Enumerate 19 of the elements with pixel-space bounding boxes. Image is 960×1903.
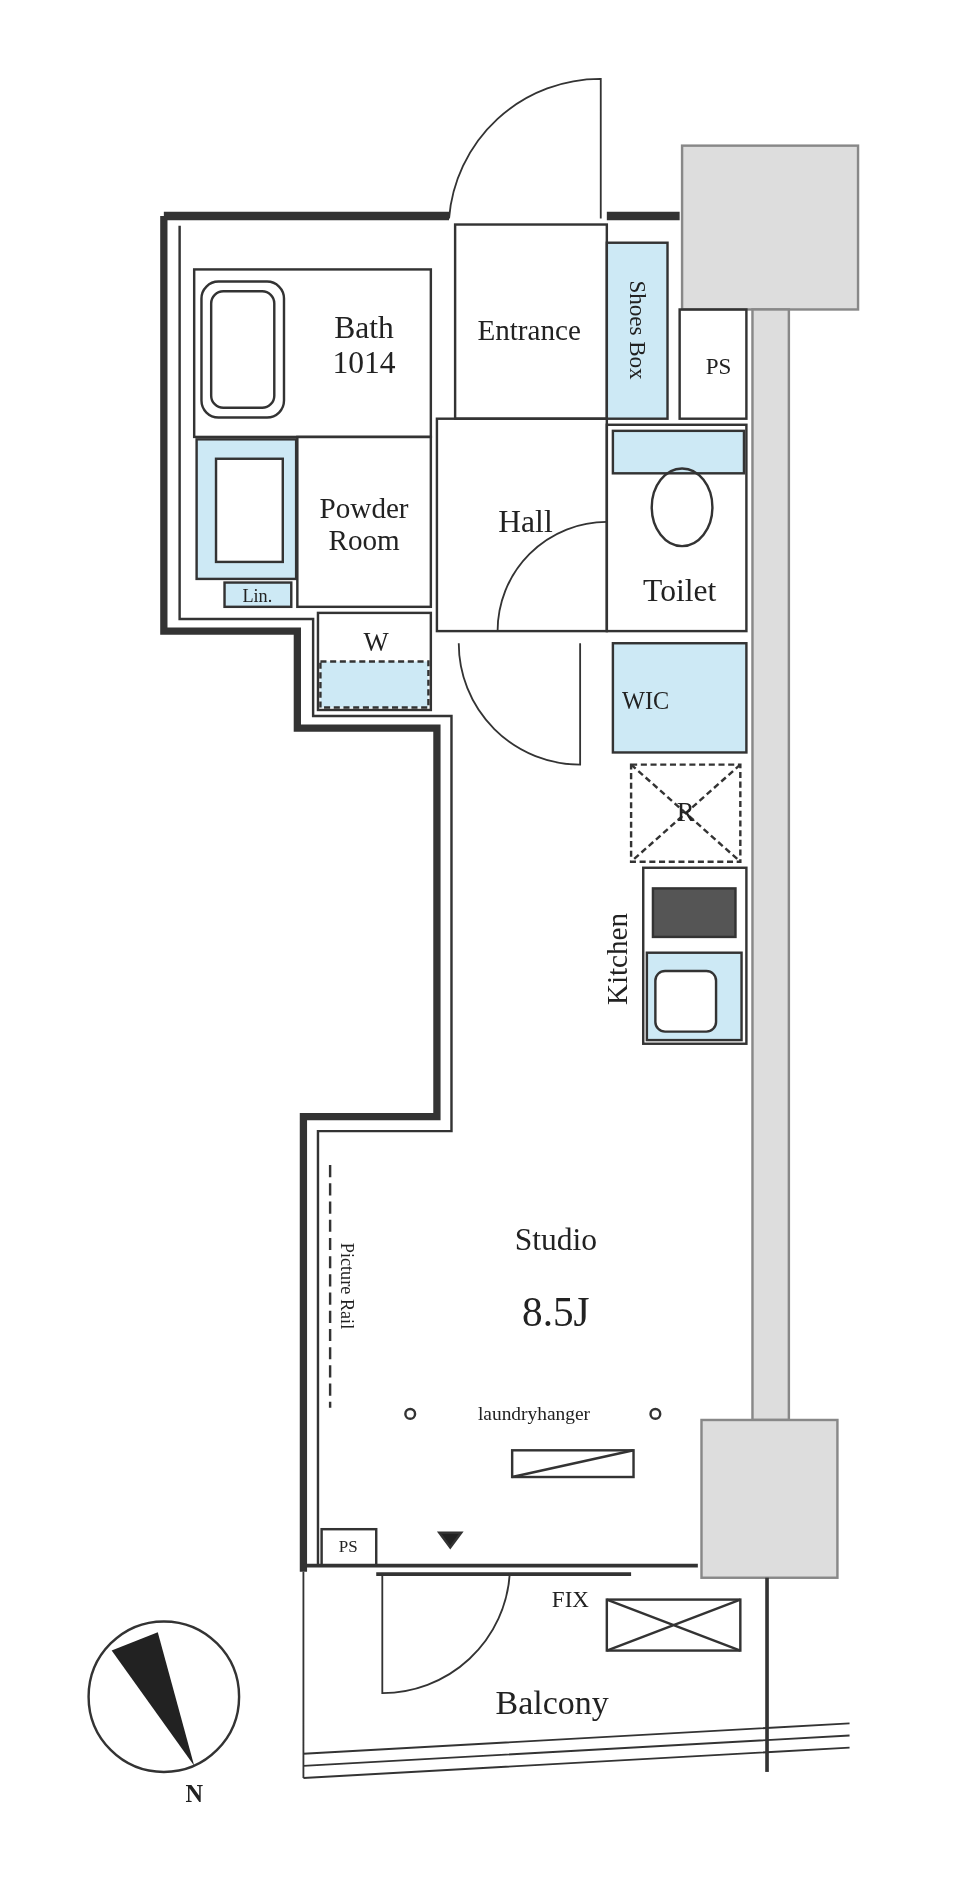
room-label: Shoes Box xyxy=(624,280,650,380)
room-label: Balcony xyxy=(495,1684,609,1722)
room-label: Studio xyxy=(514,1223,598,1258)
compass-north-label: N xyxy=(185,1780,203,1808)
room-label: Entrance xyxy=(477,314,581,347)
room-label: Bath 1014 xyxy=(331,311,397,381)
area-label: 8.5J xyxy=(522,1290,590,1336)
room-label: PS xyxy=(705,353,732,380)
room-label: W xyxy=(363,628,389,658)
room-label: Powder Room xyxy=(318,492,410,557)
room-label: WIC xyxy=(622,688,670,715)
room-label: Toilet xyxy=(643,573,717,609)
fixture-label: Picture Rail xyxy=(337,1243,358,1330)
room-label: Kitchen xyxy=(600,912,633,1005)
room-label: Lin. xyxy=(242,585,273,606)
room-label: Hall xyxy=(498,504,553,540)
fixture-label: laundryhanger xyxy=(477,1403,591,1425)
fixture-label: FIX xyxy=(551,1586,589,1613)
room-label: PS xyxy=(338,1538,358,1557)
